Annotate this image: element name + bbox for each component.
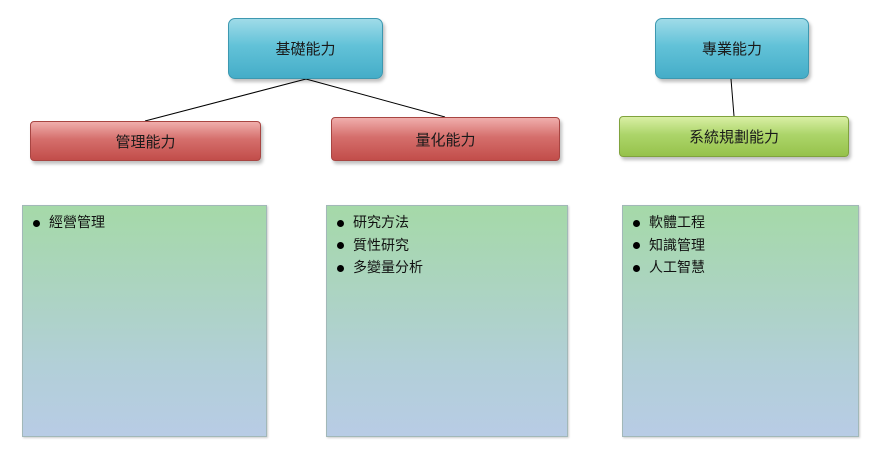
list-item: 知識管理 (633, 235, 858, 258)
bullet-icon (33, 219, 40, 227)
node-basic-ability: 基礎能力 (228, 18, 383, 79)
connector-basic-to-management (144, 78, 307, 122)
panel-quantitative-list: 研究方法 質性研究 多變量分析 (337, 212, 567, 280)
panel-systems-list: 軟體工程 知識管理 人工智慧 (633, 212, 858, 280)
node-professional-ability: 專業能力 (655, 18, 809, 79)
bullet-icon (633, 242, 640, 250)
list-item: 質性研究 (337, 235, 567, 258)
panel-management: 經營管理 (22, 205, 267, 437)
node-quantitative-ability: 量化能力 (331, 117, 560, 161)
node-basic-ability-label: 基礎能力 (275, 40, 336, 58)
node-systems-planning-ability: 系統規劃能力 (619, 116, 849, 157)
list-item: 研究方法 (337, 212, 567, 235)
connector-professional-to-systems (730, 78, 735, 117)
bullet-icon (337, 264, 344, 272)
bullet-icon (633, 219, 640, 227)
list-item: 經營管理 (33, 212, 266, 235)
node-management-ability-label: 管理能力 (115, 132, 176, 151)
node-management-ability: 管理能力 (30, 121, 261, 161)
node-quantitative-ability-label: 量化能力 (415, 130, 476, 149)
list-item: 人工智慧 (633, 257, 858, 280)
bullet-icon (337, 242, 344, 250)
connector-basic-to-quantitative (305, 78, 446, 118)
panel-management-list: 經營管理 (33, 212, 266, 235)
bullet-icon (337, 219, 344, 227)
list-item: 多變量分析 (337, 257, 567, 280)
panel-quantitative: 研究方法 質性研究 多變量分析 (326, 205, 568, 437)
node-professional-ability-label: 專業能力 (701, 40, 762, 58)
panel-systems: 軟體工程 知識管理 人工智慧 (622, 205, 859, 437)
list-item: 軟體工程 (633, 212, 858, 235)
node-systems-planning-ability-label: 系統規劃能力 (688, 128, 779, 146)
bullet-icon (633, 264, 640, 272)
